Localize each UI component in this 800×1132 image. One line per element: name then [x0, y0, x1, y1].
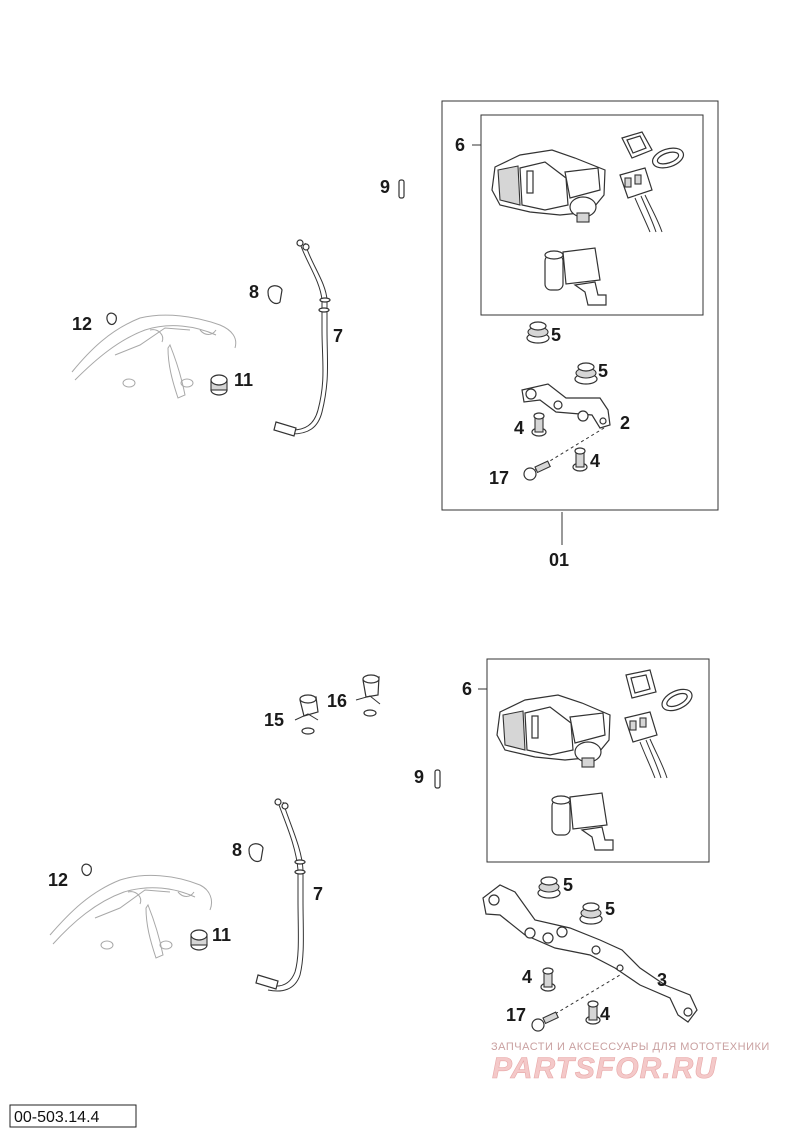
rubber-damper-5a — [526, 321, 550, 344]
rubber-damper-5a-bottom — [537, 876, 561, 899]
clip-12 — [106, 312, 117, 326]
screw-17-bottom — [531, 1011, 559, 1032]
label-9-bottom: 9 — [414, 767, 424, 787]
label-16: 16 — [327, 691, 347, 711]
switch-cover — [621, 131, 685, 169]
screw-4a-bottom — [540, 967, 556, 992]
grommet-11 — [210, 374, 228, 396]
label-11-bottom: 11 — [212, 925, 231, 945]
speedo-cable-7 — [273, 239, 331, 437]
handlebar-switch — [491, 149, 606, 223]
label-5b-bottom: 5 — [605, 899, 615, 919]
switch-cover-bottom — [625, 669, 693, 712]
switch-module — [619, 167, 663, 233]
label-4b-top: 4 — [590, 451, 600, 471]
watermark-site: PARTSFOR.RU — [492, 1052, 717, 1085]
bulb-holder-16 — [355, 674, 381, 717]
grommet-11-bottom — [190, 929, 208, 951]
handlebar-switch-bottom — [496, 694, 611, 768]
label-01: 01 — [549, 550, 569, 570]
switch-box-6 — [480, 114, 704, 316]
switch-box-6-bottom — [486, 658, 710, 863]
headlight-mask-outline — [71, 314, 237, 399]
label-12-top: 12 — [72, 314, 92, 334]
label-2-top: 2 — [620, 413, 630, 433]
switch-bracket-bottom — [551, 792, 614, 851]
label-5a-top: 5 — [551, 325, 561, 345]
clip-12-bottom — [81, 863, 92, 877]
kit-outline-01 — [441, 100, 719, 511]
rubber-damper-5b — [574, 362, 598, 385]
label-7-bottom: 7 — [313, 884, 323, 904]
label-12-bottom: 12 — [48, 870, 68, 890]
label-4b-bottom: 4 — [600, 1004, 610, 1024]
watermark-tagline: ЗАПЧАСТИ И АКСЕССУАРЫ ДЛЯ МОТОТЕХНИКИ — [491, 1041, 770, 1053]
label-8-bottom: 8 — [232, 840, 242, 860]
label-11-top: 11 — [234, 370, 253, 390]
pin-9-bottom — [434, 769, 441, 789]
bulb-holder-15 — [294, 694, 319, 735]
label-15: 15 — [264, 710, 284, 730]
label-4a-bottom: 4 — [522, 967, 532, 987]
label-17-top: 17 — [489, 468, 509, 488]
holder-bracket-3 — [482, 884, 698, 1023]
label-4a-top: 4 — [514, 418, 524, 438]
reference-code-box: 00-503.14.4 — [9, 1104, 137, 1128]
label-3: 3 — [657, 970, 667, 990]
top-assembly: 6 9 8 7 12 11 5 5 4 2 17 4 01 — [71, 100, 719, 570]
switch-module-bottom — [624, 711, 668, 779]
clip-8 — [267, 285, 283, 305]
label-5b-top: 5 — [598, 361, 608, 381]
label-5a-bottom: 5 — [563, 875, 573, 895]
label-9-top: 9 — [380, 177, 390, 197]
label-8-top: 8 — [249, 282, 259, 302]
reference-code: 00-503.14.4 — [14, 1109, 100, 1126]
screw-17 — [523, 460, 551, 481]
holder-plate-2 — [521, 383, 611, 429]
watermark: ЗАПЧАСТИ И АКСЕССУАРЫ ДЛЯ МОТОТЕХНИКИ PA… — [491, 1041, 770, 1085]
switch-bracket — [544, 247, 607, 306]
headlight-mask-outline-bottom — [49, 874, 213, 959]
clip-8-bottom — [248, 843, 264, 863]
label-7-top: 7 — [333, 326, 343, 346]
pin-9 — [398, 179, 405, 199]
label-17-bottom: 17 — [506, 1005, 526, 1025]
rubber-damper-5b-bottom — [579, 902, 603, 925]
screw-4a — [531, 412, 547, 437]
screw-4b-bottom — [585, 1000, 601, 1025]
screw-4b — [572, 447, 588, 472]
label-6-top: 6 — [455, 135, 465, 155]
speedo-cable-7-bottom — [255, 798, 306, 992]
bottom-assembly: 6 15 16 9 8 7 12 11 5 5 4 3 17 4 — [48, 658, 710, 1032]
label-6-bottom: 6 — [462, 679, 472, 699]
